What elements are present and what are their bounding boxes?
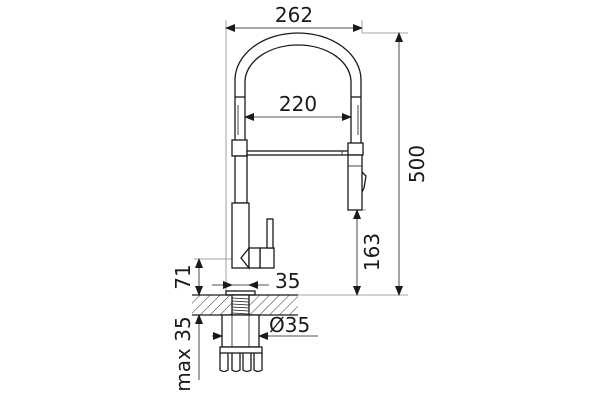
dimension-max-35: max 35: [171, 314, 203, 392]
dimension-71: 71: [171, 258, 203, 296]
dimension-35-shank: Ø35: [212, 313, 318, 340]
dim-max-countertop: max 35: [171, 316, 195, 391]
dimension-220: 220: [244, 92, 352, 121]
spring-bar: [231, 139, 364, 157]
spout-arch: [234, 32, 362, 143]
dim-body-diameter: 35: [275, 269, 300, 293]
dim-shank-diameter: Ø35: [269, 313, 310, 337]
faucet-body: [225, 155, 275, 296]
countertop: [192, 294, 298, 316]
dimension-163: 163: [353, 209, 384, 296]
dimension-500: 500: [395, 32, 429, 296]
dim-overall-height: 500: [405, 145, 429, 183]
dim-spray-height: 163: [360, 233, 384, 271]
dim-spout-width: 220: [279, 92, 317, 116]
dim-handle-height: 71: [171, 264, 195, 289]
spray-head: [347, 154, 367, 211]
mounting-nut: [219, 314, 263, 373]
dimension-262: 262: [225, 3, 363, 32]
dimension-35-body: 35: [212, 269, 300, 293]
dim-overall-width: 262: [275, 3, 313, 27]
threaded-shank: [231, 294, 250, 316]
